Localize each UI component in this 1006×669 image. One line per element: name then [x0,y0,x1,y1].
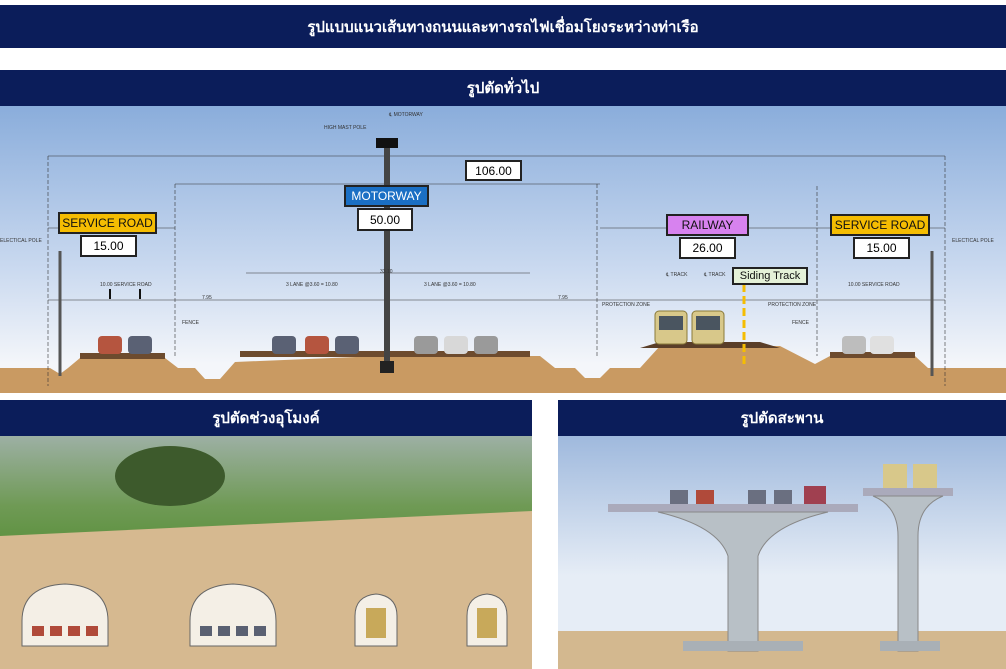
motorway-width: 50.00 [357,208,413,231]
section-header-bridge: รูปตัดสะพาน [558,400,1006,436]
motorway-label: MOTORWAY [344,185,429,207]
fence-left-label: FENCE [182,320,199,326]
section-header-general: รูปตัดทั่วไป [0,70,1006,106]
cross-section-drawing [0,138,1006,393]
bridge-drawing [558,464,1006,669]
track-1-label: ℄ TRACK [666,272,688,278]
section-header-tunnel: รูปตัดช่วงอุโมงค์ [0,400,532,436]
service-road-left-dim: 10.00 SERVICE ROAD [100,282,152,288]
median-dim: 33.10 [380,269,393,275]
vehicle [870,336,894,354]
tunnel-drawing [0,446,532,669]
dim-7-95-left: 7.95 [202,295,212,301]
vehicle [414,336,438,354]
vehicle [272,336,296,354]
fence-right-label: FENCE [792,320,809,326]
cl-motorway-label: ℄ MOTORWAY [389,112,423,118]
vehicle [335,336,359,354]
vehicle [305,336,329,354]
dim-7-95-right: 7.95 [558,295,568,301]
electrical-pole-left-label: ELECTICAL POLE [0,238,42,244]
railway-width: 26.00 [679,237,736,259]
high-mast-label: HIGH MAST POLE [324,125,367,131]
lanes-left-dim: 3 LANE @3.60 = 10.80 [286,282,338,288]
siding-track-label: Siding Track [732,267,808,285]
vehicle [474,336,498,354]
vehicle [444,336,468,354]
bridge-cross-section [558,436,1006,669]
tunnel-cross-section [0,436,532,669]
total-width-value: 106.00 [465,160,522,181]
service-road-left-width: 15.00 [80,235,137,257]
service-road-right-dim: 10.00 SERVICE ROAD [848,282,900,288]
service-road-left-label: SERVICE ROAD [58,212,157,234]
general-cross-section: ℄ MOTORWAY HIGH MAST POLE ELECTICAL POLE… [0,106,1006,393]
service-road-right-width: 15.00 [853,237,910,259]
protection-zone-left: PROTECTION ZONE [602,302,651,308]
railway-label: RAILWAY [666,214,749,236]
track-2-label: ℄ TRACK [704,272,726,278]
main-title: รูปแบบแนวเส้นทางถนนและทางรถไฟเชื่อมโยงระ… [0,5,1006,48]
vehicle [842,336,866,354]
protection-zone-right: PROTECTION ZONE [768,302,817,308]
lanes-right-dim: 3 LANE @3.60 = 10.80 [424,282,476,288]
vehicle [128,336,152,354]
vehicle [98,336,122,354]
service-road-right-label: SERVICE ROAD [830,214,930,236]
electrical-pole-right-label: ELECTICAL POLE [952,238,994,244]
